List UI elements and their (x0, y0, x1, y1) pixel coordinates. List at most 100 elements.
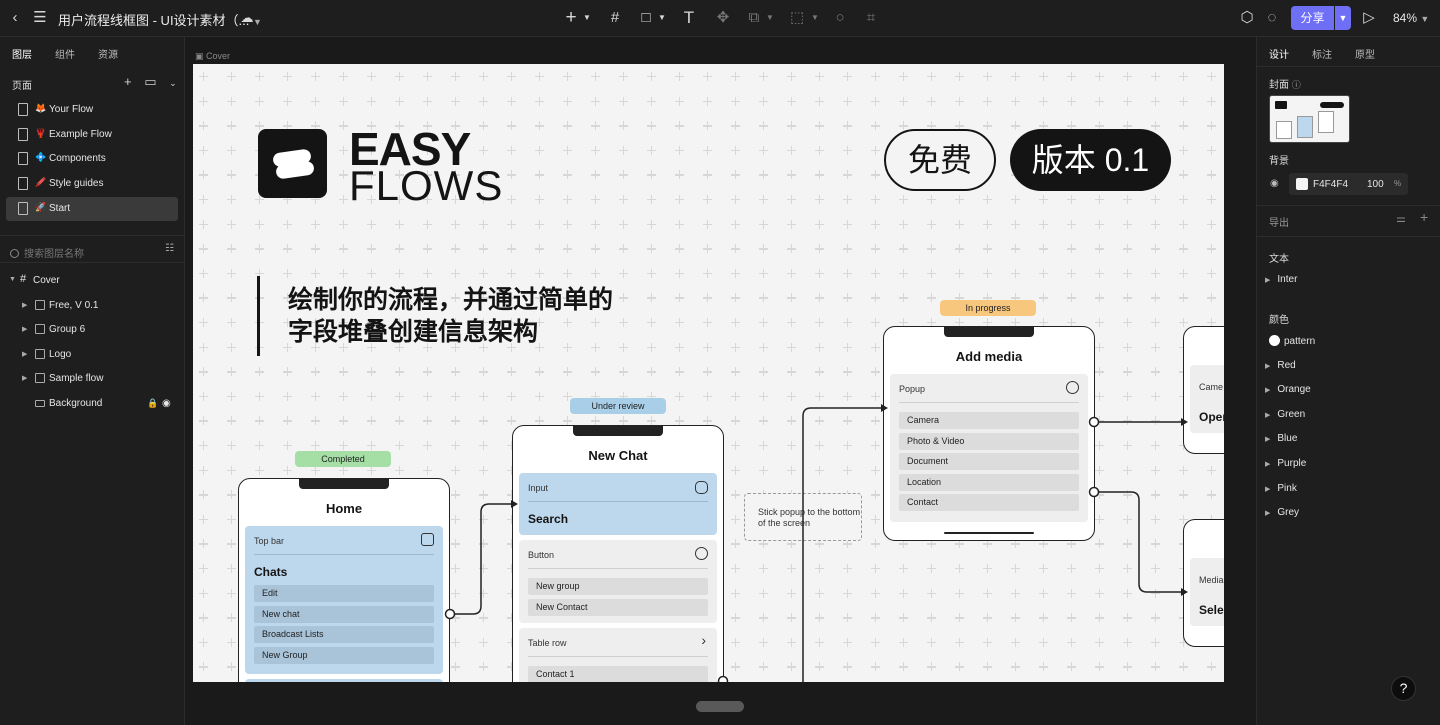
expand-arrow-icon[interactable]: ▶ (22, 351, 28, 358)
lock-icon[interactable]: 🔒 (147, 398, 159, 408)
back-icon[interactable]: ‹ (12, 9, 18, 26)
diamond-emoji-icon: 💠 (35, 152, 47, 162)
horizontal-scrollbar[interactable] (696, 701, 744, 712)
screen-partial-camera: Came Oper (1183, 326, 1224, 454)
tab-inspect[interactable]: 标注 (1312, 50, 1332, 61)
add-page-icon[interactable]: + (124, 74, 132, 89)
fox-emoji-icon: 🦊 (35, 103, 47, 113)
flow-connectors (444, 404, 1188, 682)
tab-assets[interactable]: 资源 (98, 50, 118, 61)
section-label: Button (528, 550, 555, 560)
expand-arrow-icon[interactable]: ▶ (22, 326, 28, 333)
layer-search-input[interactable]: 搜索图层名称 (10, 245, 84, 260)
logo-mark (258, 129, 327, 198)
color-swatch[interactable] (1296, 178, 1308, 190)
zoom-dropdown[interactable]: 84% ▼ (1393, 11, 1430, 25)
notification-icon[interactable]: ◌ (1267, 9, 1277, 26)
page-item-style-guides[interactable]: 🖍️ Style guides (6, 172, 178, 196)
info-icon[interactable]: ⓘ (1291, 80, 1301, 90)
folder-icon[interactable]: ▭ (144, 74, 157, 89)
add-icon[interactable]: + (565, 7, 577, 28)
canvas[interactable]: ▣ Cover EASY FLOWS 免费 版本 0.1 绘制你的流程，并通过简… (185, 37, 1256, 725)
layer-background[interactable]: Background 🔒 ◉ (0, 392, 185, 416)
page-item-example-flow[interactable]: 🦞 Example Flow (6, 123, 178, 147)
page-icon (18, 202, 28, 215)
tab-layers[interactable]: 图层 (12, 50, 32, 61)
chevron-down-icon: ▼ (253, 17, 262, 27)
export-settings-icon[interactable]: ⚌ (1396, 213, 1406, 225)
document-title[interactable]: 用户流程线框图 - UI设计素材（... ▼ (58, 13, 262, 28)
page-item-start[interactable]: 🚀 Start (6, 197, 178, 221)
version-badge: 版本 0.1 (1010, 129, 1171, 191)
frame-label[interactable]: ▣ Cover (195, 51, 231, 61)
group-icon (35, 349, 45, 359)
color-group-green[interactable]: ▶Green (1265, 409, 1306, 420)
status-badge-in-progress: In progress (940, 300, 1036, 316)
background-color-field[interactable]: F4F4F4 100 % (1289, 173, 1408, 195)
chevron-down-icon[interactable]: ⌄ (169, 78, 177, 88)
layer-cover[interactable]: ▼ # Cover (0, 269, 185, 293)
share-button[interactable]: 分享 (1291, 6, 1334, 30)
color-group-pink[interactable]: ▶Pink (1265, 483, 1297, 494)
tab-design[interactable]: 设计 (1269, 50, 1289, 61)
section-title: Chats (254, 565, 288, 579)
color-group-grey[interactable]: ▶Grey (1265, 507, 1300, 518)
color-style-pattern[interactable]: pattern (1269, 335, 1315, 347)
crop-icon[interactable]: ⌗ (866, 9, 876, 26)
expand-arrow-icon[interactable]: ▼ (9, 276, 16, 283)
cover-frame[interactable]: EASY FLOWS 免费 版本 0.1 绘制你的流程，并通过简单的 字段堆叠创… (193, 64, 1224, 682)
play-icon[interactable]: ▷ (1363, 9, 1375, 26)
popup-section: Popup Camera Photo & Video Document Loca… (890, 374, 1088, 522)
page-item-your-flow[interactable]: 🦊 Your Flow (6, 98, 178, 122)
background-opacity-value[interactable]: 100 (1367, 179, 1384, 190)
layer-free-v01[interactable]: ▶ Free, V 0.1 (0, 294, 185, 318)
color-group-blue[interactable]: ▶Blue (1265, 433, 1298, 444)
list-item: New Contact (528, 599, 708, 616)
mask-icon[interactable]: ⬚ (789, 9, 805, 26)
partial-section: Media Sele (1190, 558, 1224, 626)
color-group-purple[interactable]: ▶Purple (1265, 458, 1307, 469)
chevron-down-icon[interactable]: ▼ (583, 13, 591, 22)
divider (0, 235, 185, 236)
next-section (245, 679, 443, 682)
color-group-orange[interactable]: ▶Orange (1265, 384, 1311, 395)
chevron-down-icon[interactable]: ▼ (766, 13, 774, 22)
left-panel: 图层 组件 资源 页面 + ▭ ⌄ 🦊 Your Flow 🦞 Example … (0, 37, 185, 725)
tab-prototype[interactable]: 原型 (1355, 50, 1375, 61)
color-group-red[interactable]: ▶Red (1265, 360, 1296, 371)
section-label: Came (1199, 382, 1224, 392)
text-style-inter[interactable]: ▶Inter (1265, 274, 1298, 285)
colors-heading: 颜色 (1269, 315, 1289, 326)
list-item: Photo & Video (899, 433, 1079, 450)
page-item-components[interactable]: 💠 Components (6, 147, 178, 171)
clock-icon (1066, 381, 1079, 394)
expand-arrow-icon[interactable]: ▶ (22, 375, 28, 382)
chevron-down-icon[interactable]: ▼ (658, 13, 666, 22)
layer-logo[interactable]: ▶ Logo (0, 343, 185, 367)
help-button[interactable]: ? (1391, 676, 1416, 701)
plugin-icon[interactable]: ⬡ (1240, 9, 1254, 26)
list-item: New Group (254, 647, 434, 664)
collapse-all-icon[interactable]: ☷ (165, 243, 174, 254)
ellipse-icon[interactable]: ○ (835, 9, 845, 26)
chevron-down-icon[interactable]: ▼ (811, 13, 819, 22)
text-tool-icon[interactable]: T (683, 8, 695, 27)
layer-label: Logo (49, 349, 72, 360)
background-hex-value[interactable]: F4F4F4 (1313, 179, 1349, 190)
boolean-icon[interactable]: ⧉ (748, 9, 760, 26)
layer-label: Cover (33, 275, 60, 286)
add-export-icon[interactable]: + (1420, 209, 1429, 225)
layer-sample-flow[interactable]: ▶ Sample flow (0, 367, 185, 391)
partial-section: Came Oper (1190, 365, 1224, 433)
expand-arrow-icon[interactable]: ▶ (22, 302, 28, 309)
eye-icon[interactable]: ◉ (1270, 178, 1279, 189)
menu-icon[interactable]: ☰ (33, 9, 47, 26)
tab-components[interactable]: 组件 (55, 50, 75, 61)
eye-icon[interactable]: ◉ (162, 398, 171, 409)
frame-tool-icon[interactable]: # (610, 9, 620, 26)
layer-group-6[interactable]: ▶ Group 6 (0, 318, 185, 342)
component-icon[interactable]: ✥ (716, 9, 730, 26)
share-options-button[interactable]: ▼ (1335, 6, 1351, 30)
cover-thumbnail[interactable] (1269, 95, 1350, 143)
rectangle-tool-icon[interactable]: □ (641, 9, 651, 26)
